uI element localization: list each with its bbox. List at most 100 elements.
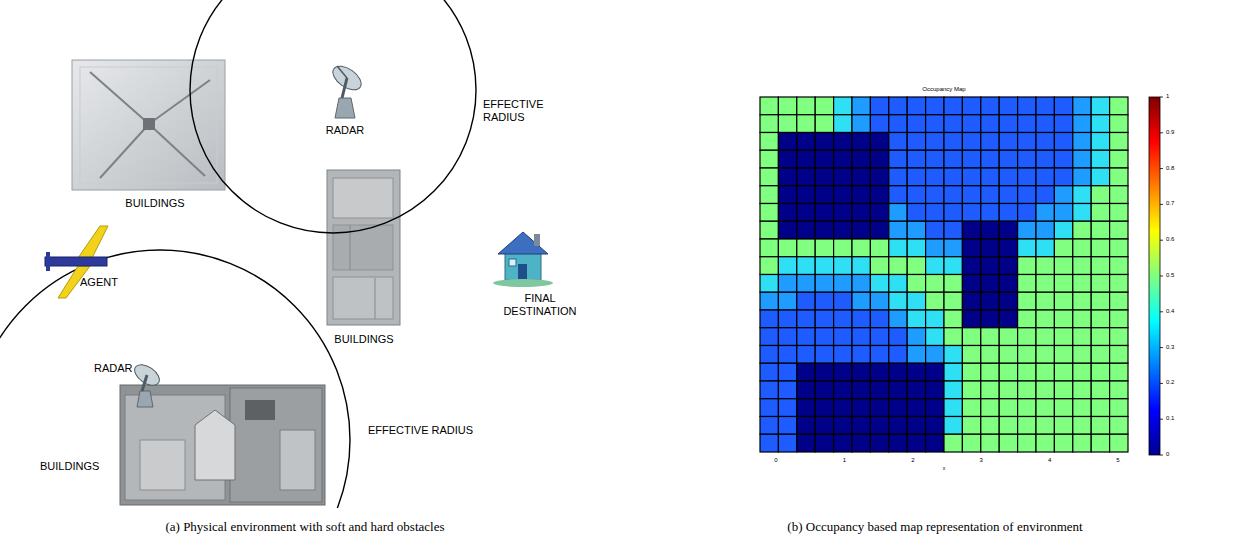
- grid-cell: [907, 292, 925, 310]
- grid-cell: [981, 186, 999, 204]
- grid-cell: [962, 257, 980, 275]
- grid-cell: [1018, 417, 1036, 435]
- grid-cell: [907, 417, 925, 435]
- grid-cell: [999, 204, 1017, 222]
- grid-cell: [962, 434, 980, 452]
- grid-cell: [999, 399, 1017, 417]
- grid-cell: [797, 381, 815, 399]
- grid-cell: [999, 381, 1017, 399]
- grid-cell: [1054, 204, 1072, 222]
- grid-cell: [999, 417, 1017, 435]
- grid-cell: [778, 292, 796, 310]
- grid-cell: [797, 186, 815, 204]
- grid-cell: [815, 328, 833, 346]
- grid-cell: [981, 292, 999, 310]
- grid-cell: [999, 221, 1017, 239]
- grid-cell: [1054, 381, 1072, 399]
- grid-cell: [907, 186, 925, 204]
- grid-cell: [907, 434, 925, 452]
- grid-cell: [1054, 257, 1072, 275]
- map-label: BUILDINGS: [125, 197, 184, 210]
- grid-cell: [1110, 133, 1128, 151]
- grid-cell: [999, 363, 1017, 381]
- grid-cell: [999, 346, 1017, 364]
- grid-cell: [760, 363, 778, 381]
- grid-cell: [870, 257, 888, 275]
- grid-cell: [926, 133, 944, 151]
- grid-cell: [962, 310, 980, 328]
- grid-cell: [834, 150, 852, 168]
- grid-cell: [926, 292, 944, 310]
- grid-cell: [944, 150, 962, 168]
- grid-cell: [907, 150, 925, 168]
- grid-cell: [1018, 346, 1036, 364]
- grid-cell: [1073, 381, 1091, 399]
- grid-cell: [870, 97, 888, 115]
- grid-cell: [815, 239, 833, 257]
- map-label: FINAL DESTINATION: [495, 292, 585, 317]
- grid-cell: [889, 168, 907, 186]
- grid-cell: [815, 417, 833, 435]
- grid-cell: [797, 97, 815, 115]
- grid-cell: [907, 204, 925, 222]
- grid-cell: [1018, 275, 1036, 293]
- grid-cell: [760, 417, 778, 435]
- axis-label: 1: [843, 457, 846, 464]
- grid-cell: [870, 168, 888, 186]
- figure-caption: (b) Occupancy based map representation o…: [787, 520, 1082, 535]
- grid-cell: [815, 381, 833, 399]
- grid-cell: [1054, 363, 1072, 381]
- grid-cell: [1073, 399, 1091, 417]
- grid-cell: [1036, 115, 1054, 133]
- grid-cell: [1073, 204, 1091, 222]
- axis-label: 0.3: [1166, 344, 1174, 351]
- grid-cell: [889, 204, 907, 222]
- grid-cell: [1091, 97, 1109, 115]
- grid-cell: [907, 257, 925, 275]
- grid-cell: [926, 363, 944, 381]
- map-label: BUILDINGS: [40, 460, 99, 473]
- grid-cell: [760, 168, 778, 186]
- grid-cell: [1091, 310, 1109, 328]
- grid-cell: [999, 115, 1017, 133]
- grid-cell: [926, 417, 944, 435]
- grid-cell: [760, 133, 778, 151]
- grid-cell: [907, 239, 925, 257]
- grid-cell: [834, 417, 852, 435]
- axis-label: 4: [1048, 457, 1051, 464]
- grid-cell: [1036, 292, 1054, 310]
- grid-cell: [962, 399, 980, 417]
- grid-cell: [1073, 346, 1091, 364]
- grid-cell: [870, 133, 888, 151]
- grid-cell: [815, 292, 833, 310]
- grid-cell: [760, 221, 778, 239]
- grid-cell: [889, 186, 907, 204]
- grid-cell: [1073, 150, 1091, 168]
- tick-mark: [1160, 347, 1163, 348]
- grid-cell: [907, 275, 925, 293]
- grid-cell: [944, 275, 962, 293]
- grid-cell: [1018, 97, 1036, 115]
- grid-cell: [962, 133, 980, 151]
- grid-cell: [834, 292, 852, 310]
- grid-cell: [778, 399, 796, 417]
- grid-cell: [1018, 239, 1036, 257]
- tick-mark: [1160, 276, 1163, 277]
- grid-cell: [852, 363, 870, 381]
- grid-cell: [926, 168, 944, 186]
- grid-cell: [760, 275, 778, 293]
- grid-cell: [944, 292, 962, 310]
- grid-cell: [778, 186, 796, 204]
- grid-cell: [870, 239, 888, 257]
- grid-cell: [962, 97, 980, 115]
- grid-cell: [870, 292, 888, 310]
- grid-cell: [1054, 328, 1072, 346]
- grid-cell: [778, 115, 796, 133]
- grid-cell: [1110, 115, 1128, 133]
- grid-cell: [1054, 275, 1072, 293]
- grid-cell: [1036, 133, 1054, 151]
- grid-cell: [1091, 168, 1109, 186]
- grid-cell: [907, 346, 925, 364]
- grid-cell: [962, 186, 980, 204]
- grid-cell: [1091, 239, 1109, 257]
